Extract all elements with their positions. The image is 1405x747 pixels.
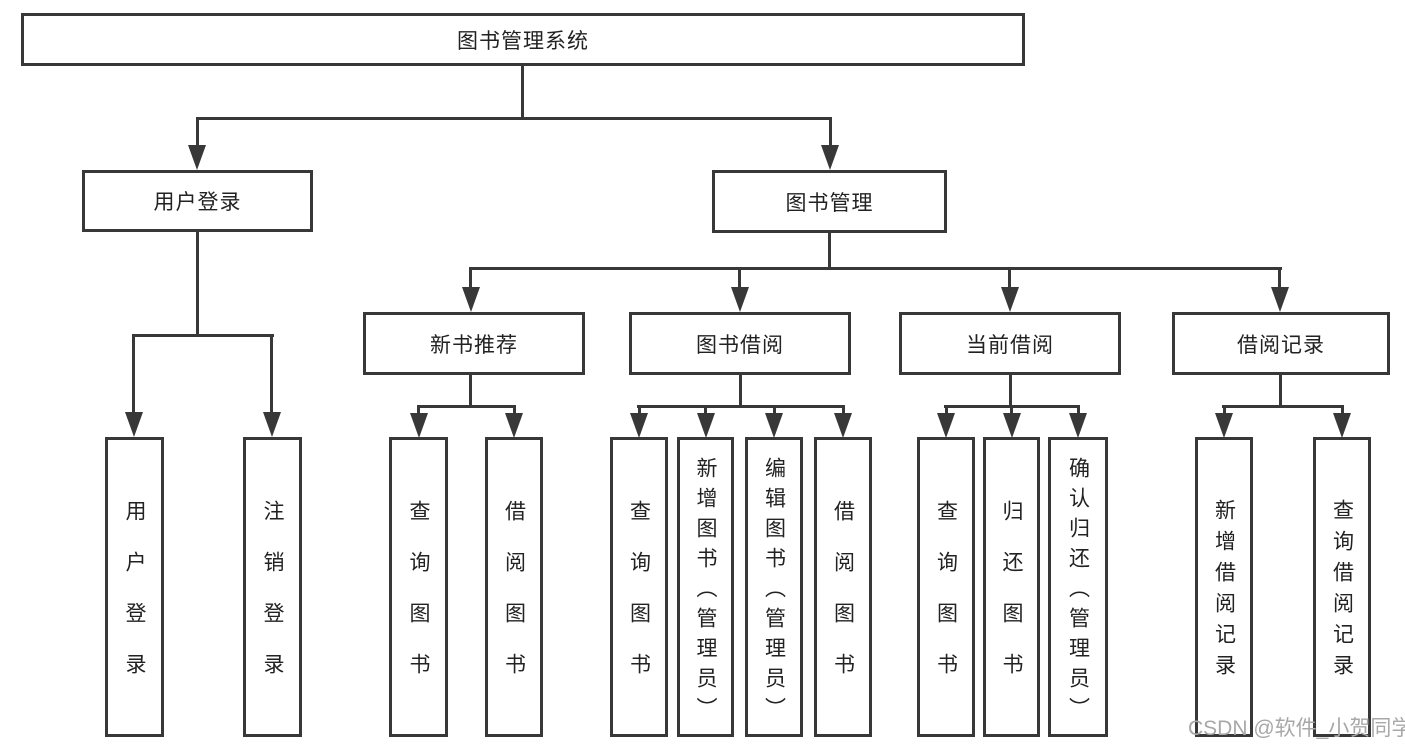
connector-mgmt-branch-hline — [469, 267, 1282, 270]
leaf-query-books-recommend: 查询图书 — [389, 437, 448, 737]
connector-leaf-b2-stem — [513, 405, 516, 415]
arrow-to-leaf-borrow-books — [834, 413, 852, 438]
connector-leaf-d3-stem — [1077, 405, 1080, 415]
connector-leaf-logout-stem — [270, 334, 273, 414]
node-user-login: 用户登录 — [82, 170, 313, 232]
connector-current-stem — [1008, 267, 1011, 290]
arrow-to-user-login — [188, 145, 206, 170]
connector-records-down-stem — [1279, 375, 1282, 408]
connector-user-branch-hline — [132, 334, 274, 337]
node-current-borrow-label: 当前借阅 — [966, 333, 1054, 357]
node-new-book-recommend: 新书推荐 — [363, 312, 585, 375]
connector-leaf-d1-stem — [945, 405, 948, 415]
arrow-to-new-book-recommend — [462, 287, 480, 312]
connector-recommend-hline — [417, 405, 516, 408]
leaf-borrow-books-recommend-label: 借阅图书 — [502, 500, 526, 704]
connector-root-stem — [521, 66, 524, 120]
arrow-to-leaf-add-book — [697, 413, 715, 438]
connector-records-hline — [1222, 405, 1344, 408]
leaf-confirm-return-admin: 确认归还（管理员） — [1048, 437, 1108, 737]
connector-leaf-e1-stem — [1223, 405, 1226, 415]
node-current-borrow: 当前借阅 — [899, 312, 1121, 375]
leaf-query-books-current: 查询图书 — [917, 437, 975, 737]
node-new-book-recommend-label: 新书推荐 — [430, 333, 518, 357]
leaf-return-book-label: 归还图书 — [1000, 500, 1023, 704]
arrow-to-leaf-borrow-books-recommend — [505, 413, 523, 438]
csdn-watermark: CSDN @软件_小贺同学 — [1188, 717, 1405, 740]
node-book-management: 图书管理 — [712, 170, 947, 233]
node-user-login-label: 用户登录 — [153, 191, 242, 214]
leaf-query-books-borrow-label: 查询图书 — [627, 500, 651, 704]
arrow-to-leaf-return-book — [1003, 413, 1021, 438]
arrow-to-leaf-confirm-return — [1069, 413, 1087, 438]
connector-records-stem — [1278, 267, 1281, 290]
connector-leaf-c2-stem — [704, 405, 707, 415]
leaf-logout-label: 注销登录 — [261, 500, 284, 704]
leaf-add-borrow-record: 新增借阅记录 — [1195, 437, 1253, 737]
leaf-add-book-admin-label: 新增图书（管理员） — [694, 456, 717, 727]
leaf-query-books-recommend-label: 查询图书 — [407, 500, 430, 704]
leaf-return-book: 归还图书 — [983, 437, 1040, 737]
connector-mgmt-stem — [829, 117, 832, 147]
connector-leaf-b1-stem — [417, 405, 420, 415]
connector-borrow-down-stem — [739, 375, 742, 408]
connector-leaf-c3-stem — [773, 405, 776, 415]
node-book-borrow-label: 图书借阅 — [696, 333, 784, 357]
leaf-edit-book-admin: 编辑图书（管理员） — [745, 437, 803, 737]
leaf-query-books-current-label: 查询图书 — [934, 500, 958, 704]
leaf-borrow-books: 借阅图书 — [814, 437, 872, 737]
arrow-to-leaf-query-borrow-record — [1333, 413, 1351, 438]
arrow-to-book-management — [821, 145, 839, 170]
connector-leaf-c1-stem — [638, 405, 641, 415]
arrow-to-leaf-query-books-borrow — [630, 413, 648, 438]
connector-borrow-hline — [637, 405, 845, 408]
node-root: 图书管理系统 — [21, 13, 1025, 66]
connector-leaf-c4-stem — [842, 405, 845, 415]
connector-leaf-d2-stem — [1010, 405, 1013, 415]
connector-borrow-stem — [738, 267, 741, 290]
connector-recommend-down-stem — [469, 375, 472, 408]
connector-leaf-e2-stem — [1341, 405, 1344, 415]
connector-recommend-stem — [469, 267, 472, 290]
connector-leaf-user-login-stem — [132, 334, 135, 414]
leaf-borrow-books-recommend: 借阅图书 — [485, 437, 543, 737]
connector-user-branch-stem — [196, 232, 199, 337]
node-root-label: 图书管理系统 — [457, 29, 589, 53]
arrow-to-leaf-user-login — [125, 412, 143, 437]
leaf-user-login-label: 用户登录 — [123, 500, 146, 704]
leaf-add-book-admin: 新增图书（管理员） — [677, 437, 734, 737]
arrow-to-leaf-add-borrow-record — [1215, 413, 1233, 438]
leaf-add-borrow-record-label: 新增借阅记录 — [1212, 499, 1236, 685]
leaf-query-borrow-record: 查询借阅记录 — [1313, 437, 1371, 737]
leaf-confirm-return-admin-label: 确认归还（管理员） — [1066, 456, 1090, 727]
arrow-to-current-borrow — [1001, 287, 1019, 312]
node-borrow-records: 借阅记录 — [1172, 312, 1390, 375]
leaf-user-login: 用户登录 — [105, 437, 164, 737]
connector-mgmt-branch-stem — [828, 233, 831, 270]
connector-user-stem — [196, 117, 199, 147]
connector-current-down-stem — [1009, 375, 1012, 408]
node-borrow-records-label: 借阅记录 — [1237, 333, 1325, 357]
leaf-edit-book-admin-label: 编辑图书（管理员） — [762, 456, 786, 727]
arrow-to-leaf-query-books-recommend — [410, 413, 428, 438]
arrow-to-leaf-query-books-current — [937, 413, 955, 438]
node-book-borrow: 图书借阅 — [629, 312, 851, 375]
node-book-management-label: 图书管理 — [785, 191, 874, 215]
arrow-to-leaf-edit-book — [765, 413, 783, 438]
connector-root-hline — [196, 117, 832, 120]
arrow-to-book-borrow — [731, 287, 749, 312]
arrow-to-borrow-records — [1271, 287, 1289, 312]
leaf-query-borrow-record-label: 查询借阅记录 — [1330, 499, 1354, 685]
leaf-borrow-books-label: 借阅图书 — [831, 500, 855, 704]
arrow-to-leaf-logout — [263, 412, 281, 437]
leaf-query-books-borrow: 查询图书 — [610, 437, 668, 737]
leaf-logout: 注销登录 — [243, 437, 302, 737]
